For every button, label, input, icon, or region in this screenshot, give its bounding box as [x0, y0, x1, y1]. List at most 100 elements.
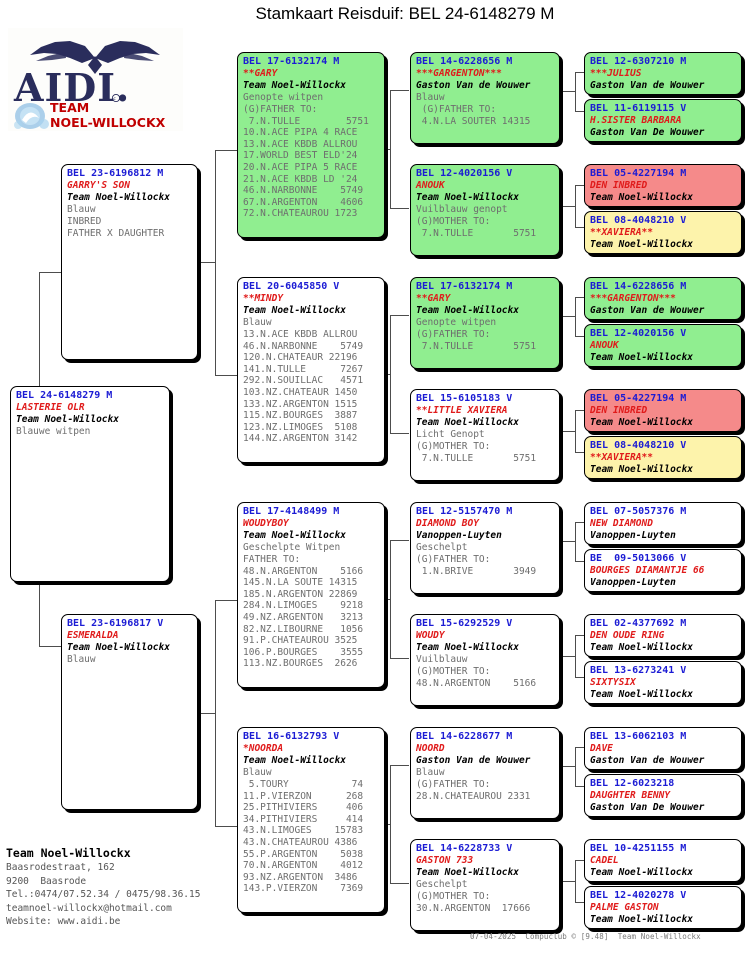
palmares: 13.N.ACE KBDB ALLROU 46.N.NARBONNE 5749 …	[243, 329, 364, 445]
nickname: GARRY'S SON	[67, 180, 130, 191]
color: Geschelpt	[416, 879, 468, 890]
connector-g3-5-t	[575, 522, 584, 523]
connector-g3-8-o	[563, 881, 576, 882]
ring-number: BEL 12-6307210 M	[590, 56, 687, 67]
connector-g3-7-o	[563, 766, 576, 767]
color: Vuilblauw	[416, 654, 468, 665]
owner: Vanoppen-Luyten	[416, 530, 502, 541]
connector-g3-1-b	[575, 111, 584, 112]
pedigree-card-g1-father[interactable]: BEL 23-6196812 M GARRY'S SON Team Noel-W…	[61, 164, 198, 360]
owner: Team Noel-Willockx	[243, 305, 346, 316]
page-title: Stamkaart Reisduif: BEL 24-6148279 M	[255, 4, 555, 23]
connector-g2c-top	[390, 540, 409, 541]
connector-g3-4-b	[575, 452, 584, 453]
ring-number: BEL 12-6023218	[590, 778, 675, 789]
owner: Team Noel-Willockx	[67, 192, 170, 203]
svg-text:NOEL-WILLOCKX: NOEL-WILLOCKX	[50, 115, 166, 130]
owner: Team Noel-Willockx	[416, 305, 519, 316]
nickname: H.SISTER BARBARA	[590, 115, 682, 126]
nickname: **GARY	[243, 68, 278, 79]
connector-subject-top	[39, 272, 61, 273]
nickname: CADEL	[590, 855, 619, 866]
owner: Team Noel-Willockx	[416, 417, 519, 428]
nickname: DAUGHTER BENNY	[590, 790, 671, 801]
owner: Team Noel-Willockx	[590, 642, 693, 653]
palmares: (G)FATHER TO: 28.N.CHATEAUROU 2331	[416, 779, 531, 802]
ring-number: BEL 11-6119115 V	[590, 103, 687, 114]
connector-g2b-top	[390, 315, 409, 316]
color: Blauw	[243, 317, 272, 328]
ring-number: BEL 23-6196812 M	[67, 168, 164, 179]
pedigree-card-subject[interactable]: BEL 24-6148279 M LASTERIE OLR Team Noel-…	[10, 386, 170, 582]
owner: Team Noel-Willockx	[590, 867, 693, 878]
connector-g3-3-t	[575, 297, 584, 298]
connector-subject-bot	[39, 646, 61, 647]
pedigree-card-g4-8[interactable]: BEL 08-4048210 V**XAVIERA**Team Noel-Wil…	[584, 436, 742, 479]
connector-g1f-bot	[215, 375, 237, 376]
palmares: 5.TOURY 74 11.P.VIERZON 268 25.PITHIVIER…	[243, 779, 364, 895]
nickname: DEN INBRED	[590, 405, 648, 416]
nickname: NEW DIAMOND	[590, 518, 653, 529]
palmares: (G)MOTHER TO: 7.N.TULLE 5751	[416, 441, 537, 464]
color: Blauw	[416, 767, 445, 778]
nickname: ANOUK	[416, 180, 445, 191]
ring-number: BE 09-5013066 V	[590, 553, 687, 564]
nickname: SIXTYSIX	[590, 677, 636, 688]
owner: Team Noel-Willockx	[416, 642, 519, 653]
contact-line: 9200 Baasrode	[6, 875, 87, 887]
owner: Team Noel-Willockx	[416, 192, 519, 203]
nickname: **LITTLE XAVIERA	[416, 405, 508, 416]
owner: Vanoppen-Luyten	[590, 577, 676, 588]
connector-g1f-out	[197, 262, 216, 263]
connector-g3-6-o	[563, 656, 576, 657]
connector-g3-5-b	[575, 561, 584, 562]
nickname: ESMERALDA	[67, 630, 119, 641]
connector-g3-5-o	[563, 541, 576, 542]
ring-number: BEL 08-4048210 V	[590, 215, 687, 226]
nickname: *NOORDA	[243, 743, 284, 754]
color: Vuilblauw genopt	[416, 204, 508, 215]
contact-line: Baasrodestraat, 162	[6, 862, 115, 873]
owner: Team Noel-Willockx	[590, 689, 693, 700]
owner: Team Noel-Willockx	[590, 914, 693, 925]
pedigree-card-g3-1[interactable]: BEL 14-6228656 M***GARGENTON***Gaston Va…	[410, 52, 560, 144]
pedigree-card-g4-4[interactable]: BEL 08-4048210 V**XAVIERA**Team Noel-Wil…	[584, 211, 742, 254]
palmares: FATHER TO: 48.N.ARGENTON 5166 145.N.LA S…	[243, 554, 364, 670]
pedigree-card-g4-5[interactable]: BEL 14-6228656 M***GARGENTON***Gaston Va…	[584, 277, 742, 320]
pedigree-card-g1-mother[interactable]: BEL 23-6196817 V ESMERALDA Team Noel-Wil…	[61, 614, 198, 810]
palmares: (G)MOTHER TO: 7.N.TULLE 5751	[416, 216, 537, 239]
nickname: **XAVIERA**	[590, 227, 653, 238]
owner: Team Noel-Willockx	[590, 464, 693, 475]
ring-number: BEL 24-6148279 M	[16, 390, 113, 401]
color: Geschelpt	[416, 542, 468, 553]
owner: Gaston Van De Wouwer	[590, 127, 705, 138]
ring-number: BEL 17-6132174 M	[416, 281, 513, 292]
owner: Team Noel-Willockx	[590, 192, 693, 203]
